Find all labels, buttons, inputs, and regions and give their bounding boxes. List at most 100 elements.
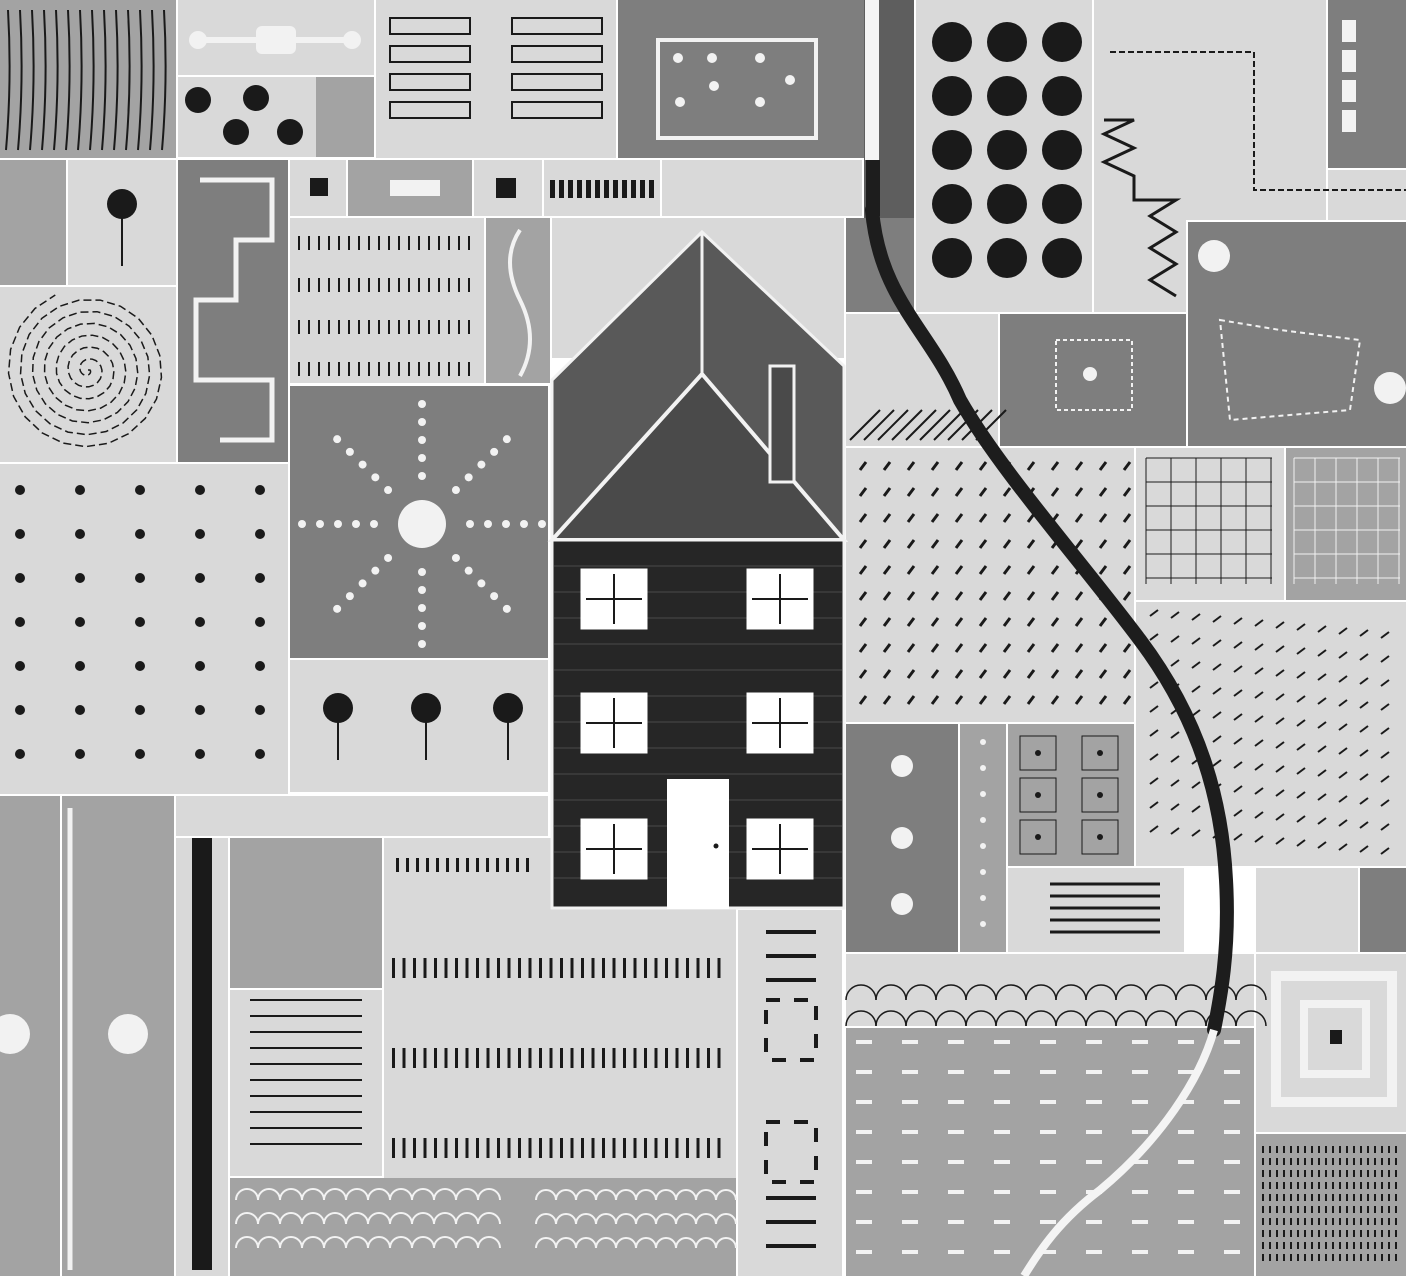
field-plot <box>1328 0 1406 168</box>
small-dash <box>1304 1254 1306 1261</box>
crop-dash <box>396 858 399 872</box>
small-dash <box>1318 1242 1320 1249</box>
small-dash <box>1276 1254 1278 1261</box>
curve-dash <box>1275 621 1285 629</box>
field-patterns <box>0 9 1406 1270</box>
scallop <box>1055 984 1087 1001</box>
white-dash <box>902 1040 918 1044</box>
curve-dash <box>1170 779 1180 787</box>
small-dash <box>1269 1206 1271 1213</box>
scale <box>695 1237 717 1249</box>
dash <box>328 278 330 292</box>
orchard-dot <box>135 749 145 759</box>
diag-dash <box>930 461 940 471</box>
white-dash <box>994 1190 1010 1194</box>
sun-ray-dot <box>502 520 510 528</box>
field-plot <box>1328 170 1406 220</box>
scale <box>235 1236 259 1249</box>
small-dash <box>1269 1146 1271 1153</box>
vertical-line <box>65 9 71 151</box>
crop-dash <box>602 1138 605 1158</box>
small-dash <box>1388 1254 1390 1261</box>
small-dash <box>1367 1230 1369 1237</box>
scallop <box>965 984 997 1001</box>
orchard-dot <box>15 485 25 495</box>
crop-dash <box>392 1138 395 1158</box>
crop-dash <box>497 958 500 978</box>
diag-dash <box>906 513 916 523</box>
small-dash <box>1353 1206 1355 1213</box>
wheel-dot <box>243 85 269 111</box>
curve-dash <box>1359 725 1369 733</box>
crop-dash <box>486 958 490 978</box>
orchard-dot <box>75 749 85 759</box>
small-dash <box>1395 1194 1397 1201</box>
small-dash <box>1262 1182 1264 1189</box>
small-dash <box>1318 1182 1320 1189</box>
crop-dash <box>476 1048 479 1068</box>
diag-dash <box>1098 461 1108 471</box>
scale <box>695 1213 717 1225</box>
scale <box>257 1188 281 1201</box>
scallop <box>905 1010 937 1027</box>
diag-dash <box>1098 669 1108 679</box>
curve-dash <box>1170 635 1180 643</box>
sun-ray-dot <box>464 566 473 575</box>
diag-dash <box>858 513 868 523</box>
scale <box>655 1189 677 1201</box>
dash <box>308 362 310 376</box>
small-square <box>310 178 328 196</box>
bar-tick <box>622 180 627 198</box>
orchard-dot <box>255 617 265 627</box>
small-dash <box>1290 1242 1292 1249</box>
crop-dash <box>436 858 439 872</box>
small-dash <box>1395 1170 1397 1177</box>
door-knob <box>713 843 719 849</box>
small-dash <box>1374 1230 1376 1237</box>
diag-dash <box>1098 513 1108 523</box>
curve-dash <box>1212 663 1222 671</box>
curve-dash <box>1380 775 1390 783</box>
diag-dash <box>1026 591 1036 601</box>
diag-dash <box>954 695 964 705</box>
rug-dot <box>755 53 765 63</box>
white-dash <box>856 1190 872 1194</box>
white-dash <box>856 1040 872 1044</box>
small-dash <box>1395 1182 1397 1189</box>
curve-dash <box>1149 777 1159 785</box>
curve-dash <box>1149 609 1159 617</box>
small-dash <box>1395 1158 1397 1165</box>
white-dash <box>902 1130 918 1134</box>
diag-dash <box>1050 617 1060 627</box>
scale <box>433 1236 457 1249</box>
diag-dash <box>1122 565 1132 575</box>
small-dash <box>1290 1146 1292 1153</box>
sun-ray-dot <box>333 435 342 444</box>
dash <box>468 278 470 292</box>
curve-dash <box>1317 697 1327 705</box>
crop-dash <box>644 958 647 978</box>
curve-dash <box>1275 765 1285 773</box>
bar-tick <box>631 180 636 198</box>
curve-dash <box>1170 803 1180 811</box>
white-dash <box>1132 1190 1148 1194</box>
crop-dash <box>675 1048 679 1068</box>
curve-dash <box>1233 665 1243 673</box>
curve-dash <box>1254 667 1264 675</box>
curve-dash <box>1317 649 1327 657</box>
sun-ray-dot <box>477 579 486 588</box>
sun-ray-dot <box>418 418 426 426</box>
scale <box>235 1188 259 1201</box>
dash <box>298 236 300 250</box>
diag-dash <box>882 461 892 471</box>
dash <box>438 362 440 376</box>
curve-dash <box>1191 661 1201 669</box>
scallop <box>995 984 1027 1001</box>
crop-dash <box>392 958 395 978</box>
scale <box>595 1237 617 1249</box>
scale <box>389 1188 413 1201</box>
crop-dash <box>506 858 509 872</box>
diag-dash <box>1098 487 1108 497</box>
small-dash <box>1311 1182 1313 1189</box>
scale <box>323 1236 347 1249</box>
